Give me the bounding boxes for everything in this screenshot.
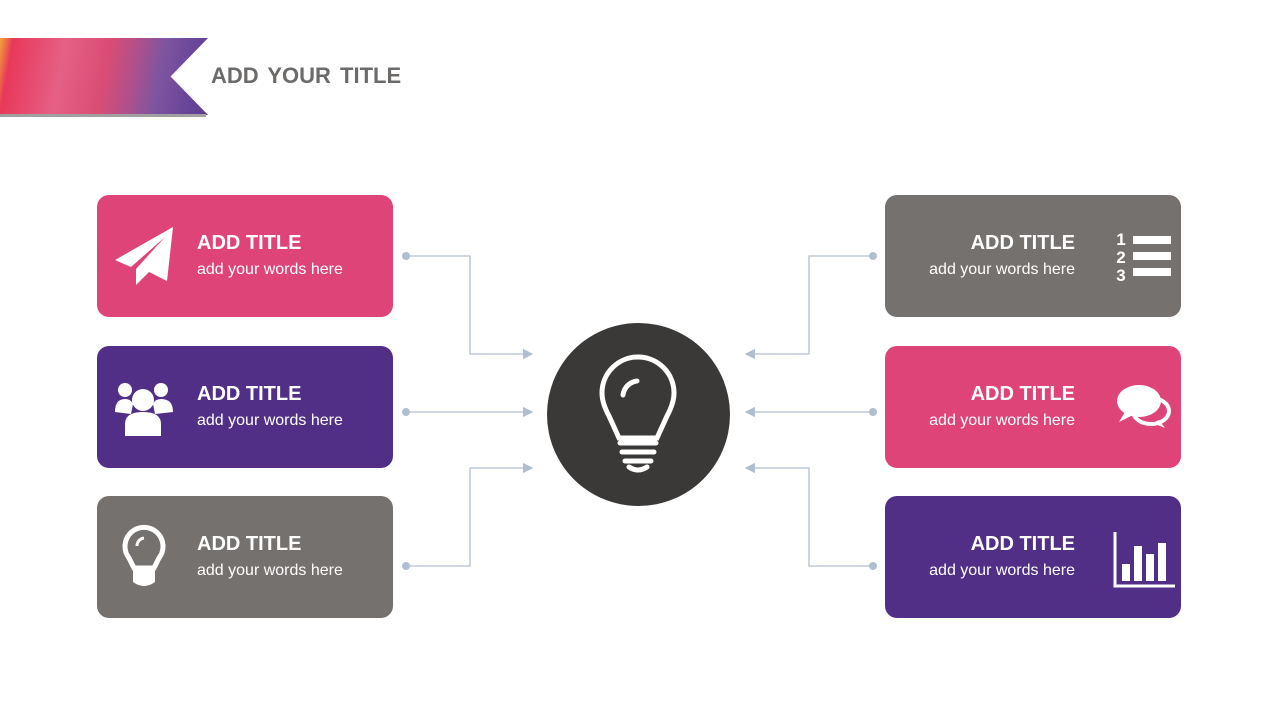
- card-text: add your words here: [929, 562, 1075, 579]
- card-title: ADD TITLE: [970, 232, 1075, 254]
- connector-left-1: [406, 255, 534, 360]
- banner-shadow: [0, 114, 206, 117]
- card-title: ADD TITLE: [970, 383, 1075, 405]
- card-title: ADD TITLE: [197, 383, 302, 405]
- bar-chart-icon: [1113, 532, 1175, 588]
- svg-text:3: 3: [1116, 266, 1125, 285]
- slide-title: ADD YOUR TITLE: [211, 63, 402, 88]
- card-text: add your words here: [197, 562, 343, 579]
- lightbulb-icon: [122, 524, 166, 586]
- connector-right-3: [744, 462, 873, 567]
- connector-right-1: [744, 255, 873, 360]
- card-title: ADD TITLE: [197, 533, 302, 555]
- chat-bubbles-icon: [1117, 385, 1171, 428]
- paper-plane-icon: [115, 227, 173, 285]
- left-card-1: ADD TITLE add your words here: [97, 195, 393, 317]
- right-card-3: ADD TITLE add your words here: [885, 496, 1181, 618]
- card-text: add your words here: [929, 261, 1075, 278]
- right-card-2: ADD TITLE add your words here: [885, 346, 1181, 468]
- left-card-3: ADD TITLE add your words here: [97, 496, 393, 618]
- lightbulb-icon: [599, 354, 677, 473]
- card-text: add your words here: [197, 261, 343, 278]
- card-text: add your words here: [929, 412, 1075, 429]
- center-hub: [547, 323, 730, 506]
- numbered-list-icon: 123: [1116, 230, 1171, 285]
- card-text: add your words here: [197, 412, 343, 429]
- svg-text:1: 1: [1116, 230, 1125, 249]
- users-icon: [115, 383, 173, 436]
- connector-left-3: [406, 462, 534, 567]
- card-title: ADD TITLE: [970, 533, 1075, 555]
- card-title: ADD TITLE: [197, 232, 302, 254]
- left-card-2: ADD TITLE add your words here: [97, 346, 393, 468]
- svg-text:2: 2: [1116, 248, 1125, 267]
